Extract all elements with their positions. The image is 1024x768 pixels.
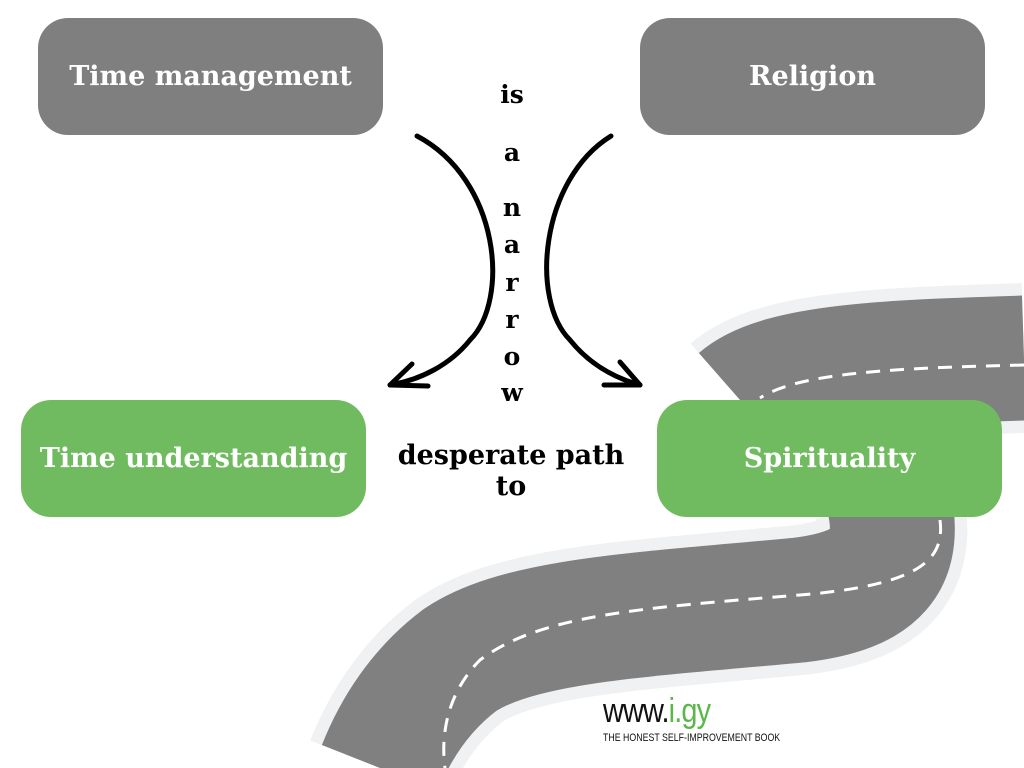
religion-label: Religion	[749, 61, 876, 92]
brand-url-accent: i.gy	[668, 692, 711, 730]
vertical-word: w	[501, 378, 523, 407]
vertical-word: r	[505, 268, 519, 297]
left-arrowhead	[387, 361, 431, 389]
brand-url: www.i.gy	[603, 692, 791, 730]
road-lane-markings	[442, 363, 1024, 768]
vertical-word: a	[503, 138, 521, 167]
time-management-box: Time management	[38, 18, 383, 135]
time-understanding-label: Time understanding	[39, 443, 348, 474]
road-surface	[321, 295, 1024, 768]
vertical-word: o	[503, 342, 521, 371]
vertical-word: r	[505, 305, 519, 334]
time-understanding-box: Time understanding	[21, 400, 366, 517]
spirituality-box: Spirituality	[657, 400, 1002, 517]
brand-tagline: THE HONEST SELF-IMPROVEMENT BOOK	[603, 732, 781, 744]
right-curved-arrow	[544, 133, 643, 388]
right-arrowhead	[601, 359, 643, 388]
vertical-word: a	[503, 230, 521, 259]
brand-url-prefix: www.	[603, 692, 670, 730]
brand-logo: www.i.gy THE HONEST SELF-IMPROVEMENT BOO…	[603, 692, 824, 744]
vertical-word: n	[502, 193, 522, 222]
vertical-word: is	[500, 80, 524, 109]
connector-phrase: desperate path to	[397, 440, 625, 502]
left-curved-arrow	[387, 133, 496, 388]
religion-box: Religion	[640, 18, 985, 135]
spirituality-label: Spirituality	[743, 443, 916, 474]
time-management-label: Time management	[69, 61, 352, 92]
